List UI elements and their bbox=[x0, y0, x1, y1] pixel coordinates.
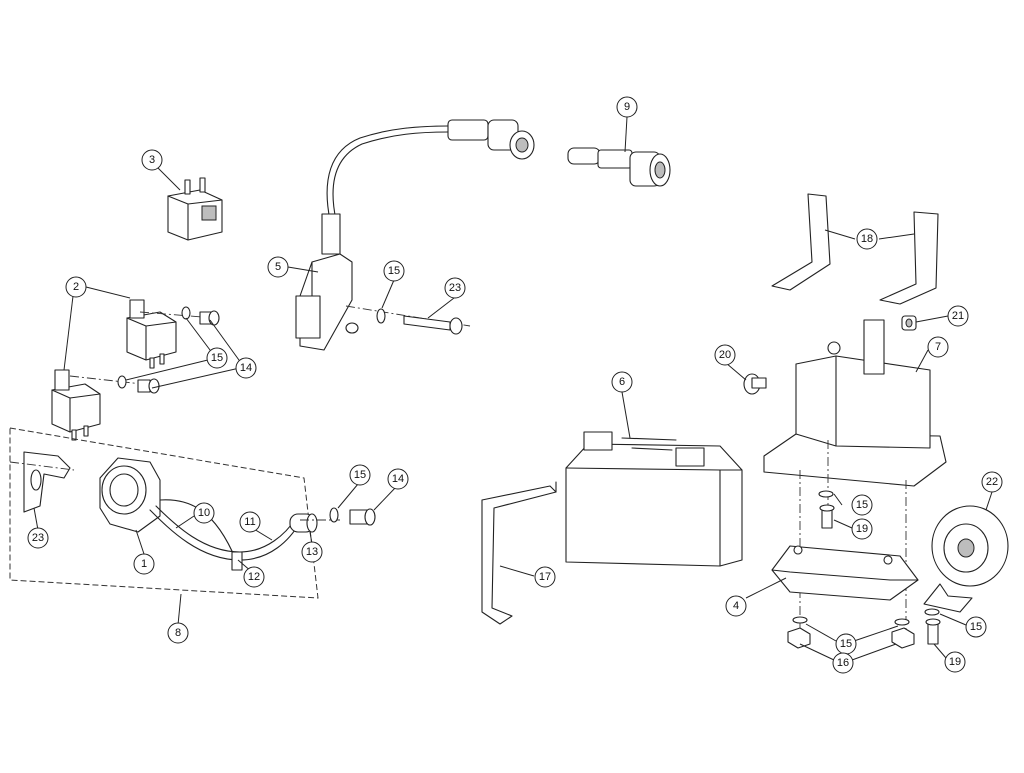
callout-4: 4 bbox=[725, 595, 747, 617]
washer-screw-set-harness bbox=[329, 507, 376, 526]
svg-text:17: 17 bbox=[539, 571, 551, 583]
callout-15-tray: 15 bbox=[851, 494, 873, 516]
svg-text:15: 15 bbox=[840, 638, 852, 650]
callout-5: 5 bbox=[267, 256, 289, 278]
svg-text:23: 23 bbox=[449, 282, 461, 294]
small-fasteners-part-20-21 bbox=[743, 315, 917, 395]
svg-text:9: 9 bbox=[624, 101, 630, 113]
svg-text:19: 19 bbox=[949, 656, 961, 668]
callout-15-coil: 15 bbox=[383, 260, 405, 282]
relay-part-2-lower bbox=[51, 369, 101, 441]
cover-plate-part-4 bbox=[771, 490, 941, 649]
svg-text:20: 20 bbox=[719, 349, 731, 361]
svg-text:3: 3 bbox=[149, 154, 155, 166]
svg-text:15: 15 bbox=[354, 469, 366, 481]
callout-16: 16 bbox=[832, 652, 854, 674]
washer-screw-set-relays bbox=[69, 306, 220, 394]
svg-text:22: 22 bbox=[986, 476, 998, 488]
svg-text:12: 12 bbox=[248, 571, 260, 583]
svg-text:7: 7 bbox=[935, 341, 941, 353]
callout-18: 18 bbox=[856, 228, 878, 250]
svg-text:2: 2 bbox=[73, 281, 79, 293]
relay-part-2-upper bbox=[126, 299, 177, 369]
callout-21: 21 bbox=[947, 305, 969, 327]
svg-text:18: 18 bbox=[861, 233, 873, 245]
svg-text:15: 15 bbox=[211, 352, 223, 364]
spark-plug-cap-part-9 bbox=[567, 147, 671, 187]
svg-text:15: 15 bbox=[388, 265, 400, 277]
callout-6: 6 bbox=[611, 371, 633, 393]
callout-20: 20 bbox=[714, 344, 736, 366]
callout-7: 7 bbox=[927, 336, 949, 358]
svg-text:8: 8 bbox=[175, 627, 181, 639]
bracket-pair-part-18 bbox=[771, 193, 939, 305]
harness-subassembly-part-8 bbox=[9, 427, 340, 599]
callout-19-tray: 19 bbox=[851, 518, 873, 540]
svg-text:23: 23 bbox=[32, 532, 44, 544]
callout-15-relays: 15 bbox=[206, 347, 228, 369]
svg-text:14: 14 bbox=[240, 362, 252, 374]
svg-text:1: 1 bbox=[141, 558, 147, 570]
callout-12: 12 bbox=[243, 566, 265, 588]
svg-text:15: 15 bbox=[970, 621, 982, 633]
svg-text:5: 5 bbox=[275, 261, 281, 273]
battery-tray-part-7 bbox=[763, 319, 947, 640]
callout-22: 22 bbox=[981, 471, 1003, 493]
svg-text:6: 6 bbox=[619, 376, 625, 388]
battery-strap-part-17 bbox=[481, 481, 557, 625]
svg-text:21: 21 bbox=[952, 310, 964, 322]
callout-1: 1 bbox=[133, 553, 155, 575]
callout-15-horn: 15 bbox=[965, 616, 987, 638]
svg-text:11: 11 bbox=[244, 516, 255, 528]
callout-14-upper: 14 bbox=[235, 357, 257, 379]
callout-17: 17 bbox=[534, 566, 556, 588]
ignition-coil-part-5 bbox=[295, 119, 535, 351]
svg-text:4: 4 bbox=[733, 600, 739, 612]
svg-text:15: 15 bbox=[856, 499, 868, 511]
callout-8: 8 bbox=[167, 622, 189, 644]
callout-19-horn: 19 bbox=[944, 651, 966, 673]
callout-15-cover: 15 bbox=[835, 633, 857, 655]
svg-text:10: 10 bbox=[198, 507, 210, 519]
callout-23-coil: 23 bbox=[444, 277, 466, 299]
callout-11: 11 bbox=[239, 511, 261, 533]
svg-text:16: 16 bbox=[837, 657, 849, 669]
callout-3: 3 bbox=[141, 149, 163, 171]
callout-2: 2 bbox=[65, 276, 87, 298]
battery-part-6 bbox=[565, 431, 743, 567]
callout-15-harness: 15 bbox=[349, 464, 371, 486]
callout-9: 9 bbox=[616, 96, 638, 118]
svg-text:19: 19 bbox=[856, 523, 868, 535]
callout-23-bracket: 23 bbox=[27, 527, 49, 549]
callout-13: 13 bbox=[301, 541, 323, 563]
callout-14-lower: 14 bbox=[387, 468, 409, 490]
callout-10: 10 bbox=[193, 502, 215, 524]
svg-text:13: 13 bbox=[306, 546, 318, 558]
svg-text:14: 14 bbox=[392, 473, 404, 485]
relay-part-3 bbox=[167, 177, 223, 241]
leader-lines bbox=[33, 116, 993, 661]
bolt-washer-set-coil bbox=[345, 305, 471, 335]
horn-part-22 bbox=[923, 505, 1009, 616]
